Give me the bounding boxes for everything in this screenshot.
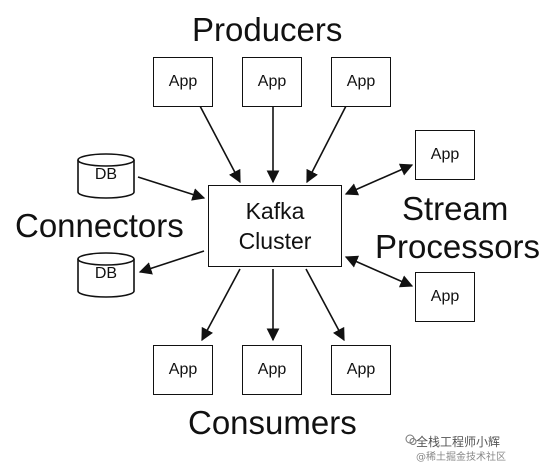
consumer-app-3: App <box>331 345 391 395</box>
producer-app-1: App <box>153 57 213 107</box>
arrow-producer-1 <box>199 105 241 184</box>
database-source-label: DB <box>94 166 118 183</box>
consumer-app-1: App <box>153 345 213 395</box>
kafka-cluster-label-line2: Cluster <box>238 228 312 254</box>
arrow-producer-3 <box>306 105 347 184</box>
arrow-db-out <box>138 250 205 275</box>
arrow-db-in <box>137 176 206 201</box>
database-sink: DB <box>77 252 135 298</box>
wechat-icon <box>405 434 417 445</box>
arrow-consumer-3 <box>305 268 345 342</box>
arrow-consumer-1 <box>201 268 241 342</box>
producer-app-2: App <box>242 57 302 107</box>
kafka-cluster-box: Kafka Cluster <box>208 185 342 267</box>
stream-processor-app-2: App <box>415 272 475 322</box>
watermark: 全栈工程师小辉 @稀土掘金技术社区 <box>416 434 506 466</box>
watermark-author: 全栈工程师小辉 <box>416 435 501 449</box>
arrow-stream-top <box>344 163 414 196</box>
producers-title: Producers <box>192 11 343 48</box>
stream-processor-app-1: App <box>415 130 475 180</box>
stream-processors-title-line2: Processors <box>375 228 541 265</box>
database-icon <box>77 153 135 199</box>
watermark-community: @稀土掘金技术社区 <box>416 452 506 463</box>
database-sink-label: DB <box>94 265 118 282</box>
stream-processors-title-line1: Stream <box>402 190 509 227</box>
database-source: DB <box>77 153 135 199</box>
consumers-title: Consumers <box>188 404 357 441</box>
database-icon <box>77 252 135 298</box>
connectors-title: Connectors <box>15 207 184 244</box>
consumer-app-2: App <box>242 345 302 395</box>
producer-app-3: App <box>331 57 391 107</box>
kafka-cluster-label-line1: Kafka <box>245 198 305 224</box>
arrow-stream-bottom <box>344 255 414 288</box>
